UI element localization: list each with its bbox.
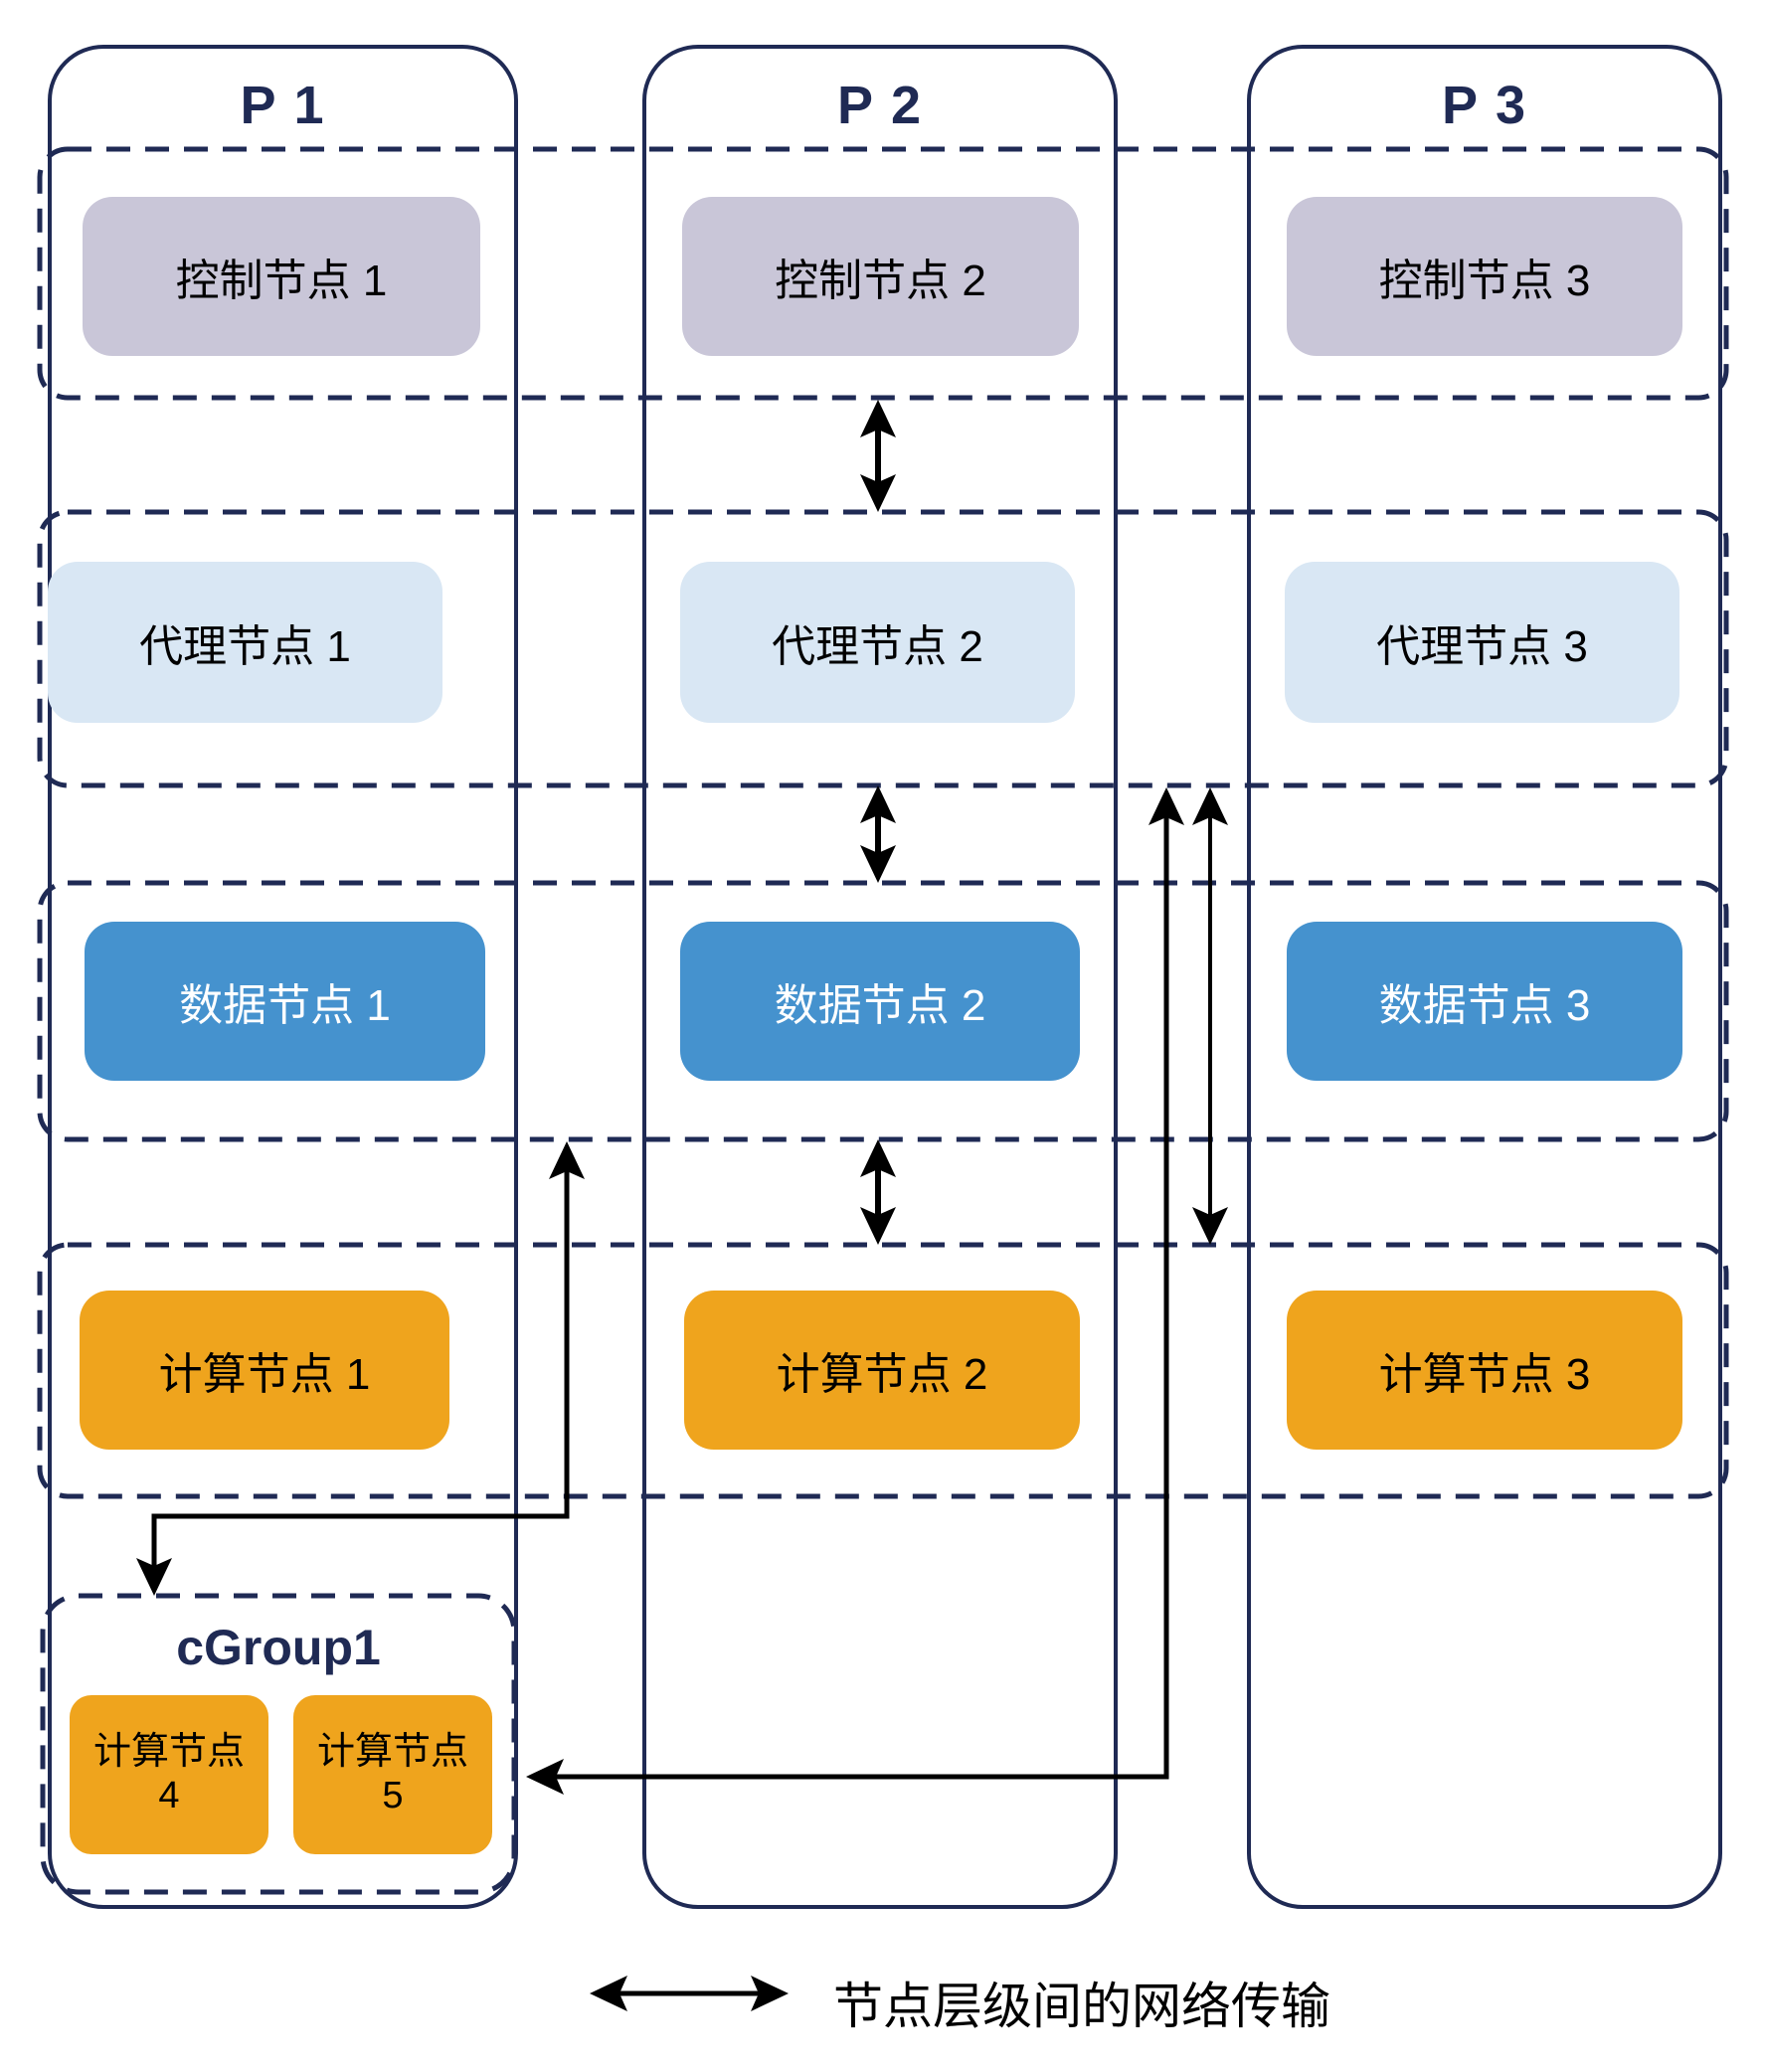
data-node-1: 数据节点 1 [85,922,485,1081]
cgroup-compute-node-4: 计算节点 4 [70,1695,268,1854]
data-node-3: 数据节点 3 [1287,922,1682,1081]
control-node-1: 控制节点 1 [83,197,480,356]
cgroup-node-4-name: 计算节点 [92,1731,245,1774]
compute-node-2: 计算节点 2 [684,1291,1080,1450]
proxy-compute-long-arrow [1192,787,1228,1245]
legend-label: 节点层级间的网络传输 [833,1979,1330,2034]
container-p2-title: P 2 [836,76,924,135]
compute-node-3: 计算节点 3 [1287,1291,1682,1450]
cgroup-node-5-name: 计算节点 [316,1731,468,1774]
cgroup-node-5-number: 5 [382,1775,404,1816]
proxy-node-1: 代理节点 1 [48,562,442,723]
data-node-2: 数据节点 2 [680,922,1080,1081]
cgroup-node-4-number: 4 [158,1775,180,1816]
control-node-2: 控制节点 2 [682,197,1079,356]
container-p3-title: P 3 [1441,76,1528,135]
compute-node-1: 计算节点 1 [80,1291,449,1450]
cgroup-title: cGroup1 [176,1620,381,1675]
legend-arrow [590,1976,789,2011]
cgroup-compute-node-5: 计算节点 5 [293,1695,492,1854]
control-node-3: 控制节点 3 [1287,197,1682,356]
proxy-node-2: 代理节点 2 [680,562,1075,723]
proxy-node-3: 代理节点 3 [1285,562,1679,723]
container-p1-title: P 1 [240,76,326,135]
